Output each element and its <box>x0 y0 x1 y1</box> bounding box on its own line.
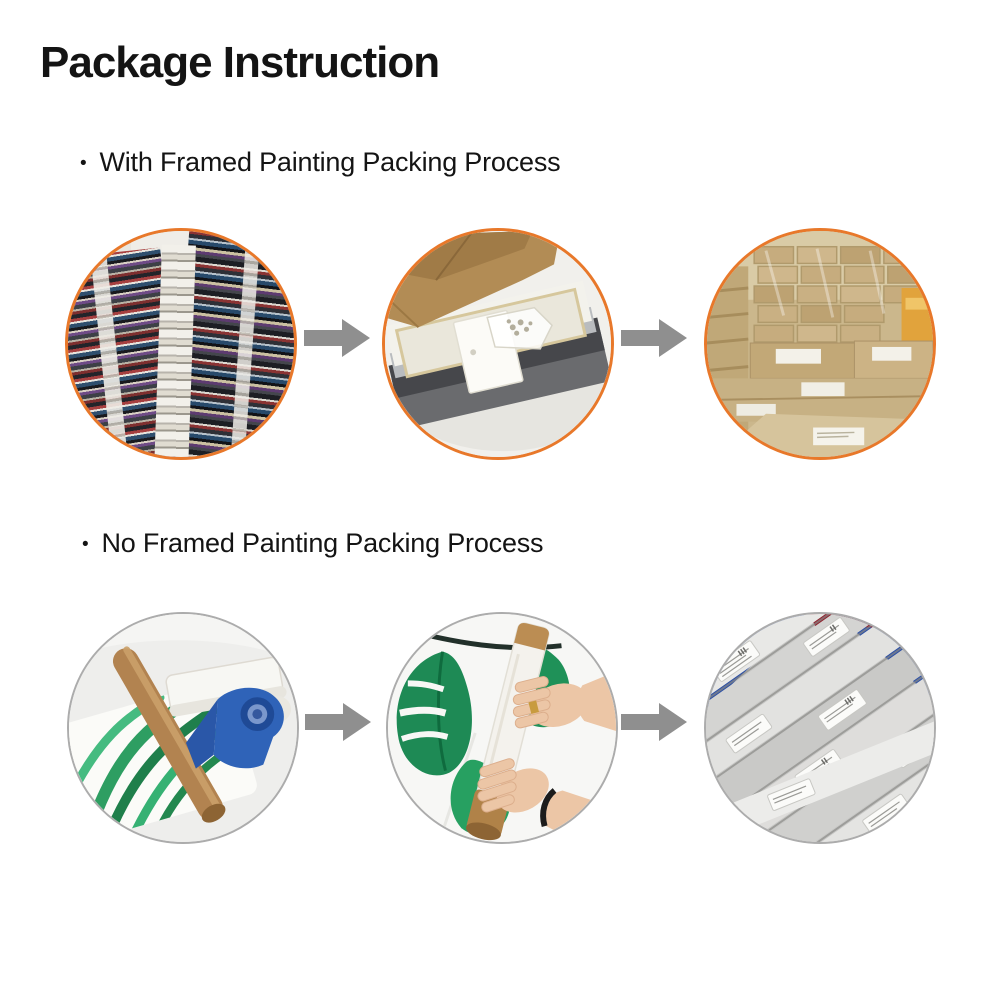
label-barcodes <box>737 624 854 765</box>
rolling-supplies-illustration <box>69 614 297 842</box>
photo-hands-rolling-canvas <box>386 612 618 844</box>
arrow-right-icon <box>621 319 687 357</box>
carton-stacks-illustration <box>707 231 933 457</box>
hands-rolling-illustration <box>388 614 616 842</box>
section-label-no-framed: No Framed Painting Packing Process <box>101 528 544 558</box>
middle-long-boxes <box>749 340 933 379</box>
arrow-shape <box>304 319 370 357</box>
yellow-crate <box>901 287 933 345</box>
arrow-right-icon <box>304 319 370 357</box>
page-title: Package Instruction <box>40 38 440 87</box>
bullet-marker: • <box>82 533 89 555</box>
wrapped-tubes-illustration <box>706 614 934 842</box>
arrow-shape <box>305 703 371 741</box>
photo-canvas-tube-tape-supplies <box>67 612 299 844</box>
carton-packing-illustration <box>385 231 611 457</box>
cardboard-flap <box>385 231 560 329</box>
section-heading-with-framed: • With Framed Painting Packing Process <box>80 147 561 178</box>
photo-framed-painting-packed-in-carton <box>382 228 614 460</box>
black-bracelet <box>540 788 557 827</box>
bullet-marker: • <box>80 152 87 174</box>
arrow-shape <box>621 703 687 741</box>
left-box-stack <box>707 266 749 457</box>
section-heading-no-framed: • No Framed Painting Packing Process <box>82 528 544 559</box>
section-label-with-framed: With Framed Painting Packing Process <box>99 147 561 177</box>
photo-stacked-framed-paintings <box>65 228 297 460</box>
arrow-shape <box>621 319 687 357</box>
tape-dispenser <box>185 687 292 769</box>
ring <box>528 700 540 714</box>
hardware-bag <box>486 306 553 350</box>
plastic-wrap-sheen <box>764 248 886 318</box>
upper-hand <box>512 671 616 731</box>
lower-wide-boxes <box>707 378 933 422</box>
photo-carton-boxes-stacked <box>704 228 936 460</box>
cardboard-tube <box>112 646 226 823</box>
arrow-right-icon <box>621 703 687 741</box>
cross-tube <box>706 705 934 842</box>
photo-wrapped-tubes-stacked <box>704 612 936 844</box>
arrow-right-icon <box>305 703 371 741</box>
